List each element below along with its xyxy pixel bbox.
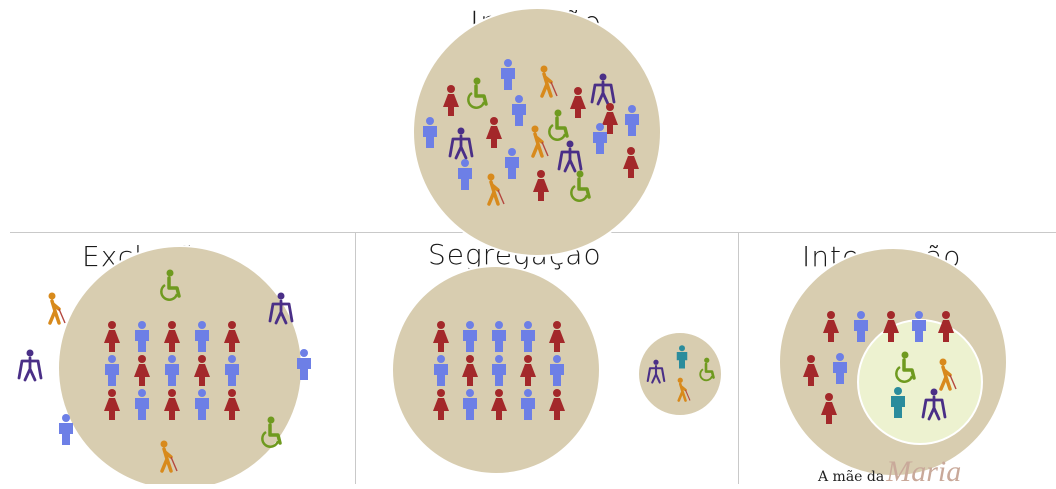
person-female-icon [803,355,819,386]
brand-logo: A mãe daMaria [818,455,961,489]
person-male-icon [423,117,437,148]
person-male-icon [854,311,868,342]
person-male-icon [505,148,519,179]
wheelchair-user-icon [160,269,181,301]
blind-person-cane-icon [487,173,505,206]
person-female-icon [623,147,639,178]
person-male-icon [521,321,535,352]
person-male-icon [195,321,209,352]
vertical-divider-left [355,232,356,484]
person-male-icon [105,355,119,386]
blind-person-cane-icon [939,358,957,391]
person-male-icon [912,311,926,342]
crutches-person-icon [17,349,43,382]
person-male-icon [891,387,905,418]
person-female-icon [883,311,899,342]
person-male-icon [593,123,607,154]
person-male-icon [676,345,688,369]
blind-person-cane-icon [160,440,178,473]
person-female-icon [164,321,180,352]
person-female-icon [570,87,586,118]
blind-person-cane-icon [531,125,549,158]
crutches-person-icon [268,292,294,325]
wheelchair-user-icon [261,416,282,448]
person-female-icon [104,321,120,352]
person-male-icon [165,355,179,386]
person-female-icon [938,311,954,342]
person-male-icon [833,353,847,384]
person-female-icon [821,393,837,424]
person-female-icon [520,355,536,386]
person-male-icon [625,105,639,136]
person-male-icon [195,389,209,420]
brand-script: Maria [886,455,962,488]
person-female-icon [533,170,549,201]
exclusion-circle [57,245,303,484]
wheelchair-user-icon [895,351,916,383]
person-male-icon [492,321,506,352]
person-female-icon [433,389,449,420]
person-female-icon [433,321,449,352]
person-female-icon [134,355,150,386]
person-female-icon [549,321,565,352]
person-male-icon [458,159,472,190]
person-female-icon [549,389,565,420]
person-male-icon [550,355,564,386]
person-female-icon [224,389,240,420]
segregation-small-circle [637,331,723,417]
person-male-icon [225,355,239,386]
person-male-icon [434,355,448,386]
person-male-icon [59,414,73,445]
inclusion-circle [412,7,662,257]
person-male-icon [463,389,477,420]
person-male-icon [463,321,477,352]
person-female-icon [164,389,180,420]
wheelchair-user-icon [467,77,488,109]
person-male-icon [512,95,526,126]
person-male-icon [297,349,311,380]
crutches-person-icon [921,388,947,421]
person-female-icon [224,321,240,352]
person-female-icon [443,85,459,116]
crutches-person-icon [590,73,616,106]
person-male-icon [492,355,506,386]
wheelchair-user-icon [699,357,715,382]
crutches-person-icon [646,359,666,384]
blind-person-cane-icon [677,377,691,402]
person-male-icon [501,59,515,90]
wheelchair-user-icon [570,170,591,202]
vertical-divider-right [738,232,739,484]
person-male-icon [135,321,149,352]
person-female-icon [602,103,618,134]
brand-prefix: A mãe da [818,469,885,485]
crutches-person-icon [448,127,474,160]
person-male-icon [135,389,149,420]
wheelchair-user-icon [548,109,569,141]
person-female-icon [462,355,478,386]
person-male-icon [521,389,535,420]
person-female-icon [491,389,507,420]
crutches-person-icon [557,140,583,173]
person-female-icon [486,117,502,148]
person-female-icon [104,389,120,420]
blind-person-cane-icon [540,65,558,98]
person-female-icon [194,355,210,386]
blind-person-cane-icon [48,292,66,325]
person-female-icon [823,311,839,342]
